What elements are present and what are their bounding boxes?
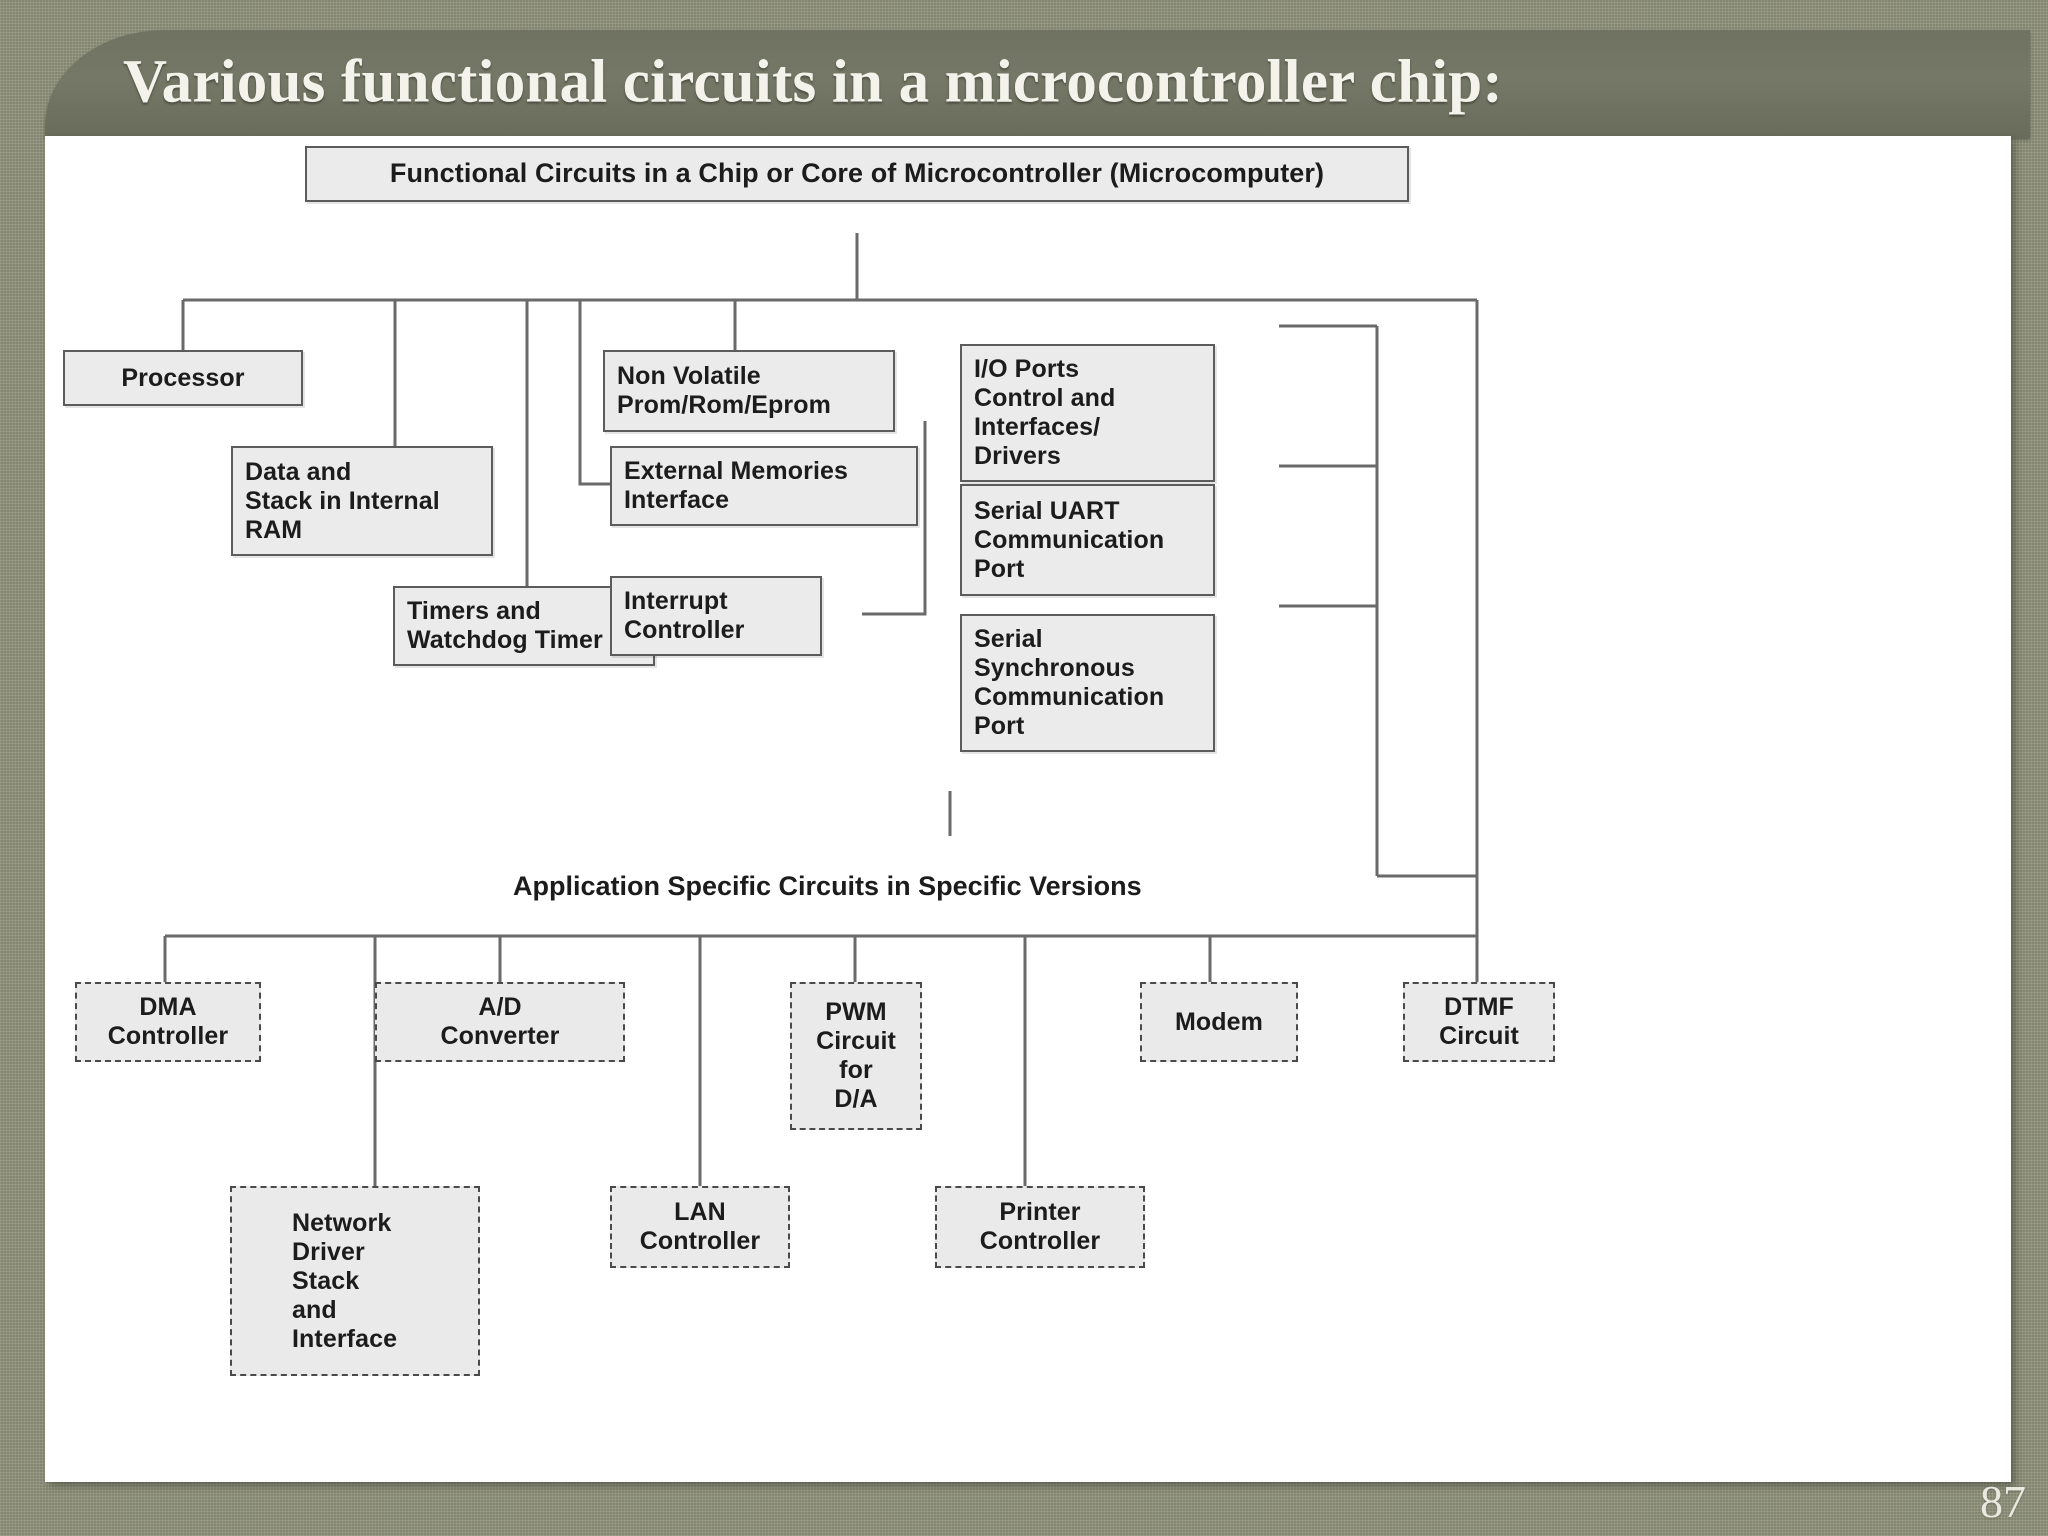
block-dtmf-circuit[interactable]: DTMF Circuit xyxy=(1403,982,1555,1062)
block-io-ports-line-3: Interfaces/ xyxy=(974,413,1101,441)
block-network-driver-stack-line-2: Driver xyxy=(292,1237,365,1266)
block-network-driver-stack-line-5: Interface xyxy=(292,1324,398,1353)
block-external-memories-interface[interactable]: External Memories Interface xyxy=(610,446,918,526)
block-io-ports-line-1: I/O Ports xyxy=(974,355,1080,383)
block-root-label: Functional Circuits in a Chip or Core of… xyxy=(389,158,1325,189)
connector-lines xyxy=(163,233,1479,1186)
block-network-driver-stack-line-1: Network xyxy=(292,1208,392,1237)
block-serial-uart[interactable]: Serial UART Communication Port xyxy=(960,484,1215,596)
block-timers-watchdog-line-1: Timers and xyxy=(407,597,541,625)
block-interrupt-controller-line-2: Controller xyxy=(624,616,745,644)
block-non-volatile-memory[interactable]: Non Volatile Prom/Rom/Eprom xyxy=(603,350,895,432)
block-lan-controller[interactable]: LAN Controller xyxy=(610,1186,790,1268)
block-serial-uart-line-3: Port xyxy=(974,554,1025,583)
block-serial-uart-line-1: Serial UART xyxy=(974,496,1120,525)
block-pwm-circuit-line-2: Circuit xyxy=(816,1027,896,1055)
page-number: 87 xyxy=(1980,1476,2026,1527)
block-timers-watchdog-line-2: Watchdog Timer xyxy=(407,626,603,654)
block-dma-controller[interactable]: DMA Controller xyxy=(75,982,261,1062)
block-printer-controller-line-2: Controller xyxy=(979,1227,1101,1255)
block-dtmf-circuit-line-2: Circuit xyxy=(1439,1022,1519,1050)
block-dma-controller-line-1: DMA xyxy=(139,993,197,1021)
block-data-stack-ram-line-3: RAM xyxy=(245,515,303,544)
block-serial-synchronous-line-3: Communication xyxy=(974,683,1165,711)
block-ad-converter-line-2: Converter xyxy=(440,1022,560,1050)
block-pwm-circuit-line-4: D/A xyxy=(834,1085,878,1113)
block-dma-controller-line-2: Controller xyxy=(107,1022,229,1050)
block-interrupt-controller[interactable]: Interrupt Controller xyxy=(610,576,822,656)
block-pwm-circuit-line-1: PWM xyxy=(825,998,887,1026)
block-modem[interactable]: Modem xyxy=(1140,982,1298,1062)
block-network-driver-stack-line-4: and xyxy=(292,1295,337,1324)
block-printer-controller-line-1: Printer xyxy=(999,1198,1081,1226)
block-network-driver-stack[interactable]: Network Driver Stack and Interface xyxy=(230,1186,480,1376)
block-printer-controller[interactable]: Printer Controller xyxy=(935,1186,1145,1268)
block-root[interactable]: Functional Circuits in a Chip or Core of… xyxy=(305,146,1409,202)
block-non-volatile-memory-line-1: Non Volatile xyxy=(617,362,761,390)
block-data-stack-ram-line-2: Stack in Internal xyxy=(245,486,440,515)
block-io-ports-line-4: Drivers xyxy=(974,442,1061,470)
block-pwm-circuit[interactable]: PWM Circuit for D/A xyxy=(790,982,922,1130)
page-title: Various functional circuits in a microco… xyxy=(123,48,1503,116)
content-panel: Functional Circuits in a Chip or Core of… xyxy=(45,136,2011,1482)
block-non-volatile-memory-line-2: Prom/Rom/Eprom xyxy=(617,391,831,419)
block-processor[interactable]: Processor xyxy=(63,350,303,406)
block-io-ports-line-2: Control and xyxy=(974,384,1116,412)
block-serial-uart-line-2: Communication xyxy=(974,525,1165,554)
block-serial-synchronous-line-1: Serial xyxy=(974,625,1043,653)
block-ad-converter-line-1: A/D xyxy=(478,993,522,1021)
title-banner: Various functional circuits in a microco… xyxy=(45,30,2030,138)
block-lan-controller-line-1: LAN xyxy=(674,1198,726,1226)
block-io-ports[interactable]: I/O Ports Control and Interfaces/ Driver… xyxy=(960,344,1215,482)
block-modem-line-1: Modem xyxy=(1175,1007,1263,1036)
block-lan-controller-line-2: Controller xyxy=(639,1227,761,1255)
block-serial-synchronous-line-4: Port xyxy=(974,712,1025,740)
block-external-memories-interface-line-2: Interface xyxy=(624,486,730,514)
block-data-stack-ram-line-1: Data and xyxy=(245,457,352,486)
block-processor-line-1: Processor xyxy=(121,363,245,392)
block-diagram: Functional Circuits in a Chip or Core of… xyxy=(45,136,2011,1482)
block-dtmf-circuit-line-1: DTMF xyxy=(1444,993,1514,1021)
application-section-label: Application Specific Circuits in Specifi… xyxy=(513,871,1142,901)
block-data-stack-ram[interactable]: Data and Stack in Internal RAM xyxy=(231,446,493,556)
block-serial-synchronous-line-2: Synchronous xyxy=(974,654,1135,682)
block-pwm-circuit-line-3: for xyxy=(839,1056,873,1084)
block-interrupt-controller-line-1: Interrupt xyxy=(624,587,728,615)
block-serial-synchronous[interactable]: Serial Synchronous Communication Port xyxy=(960,614,1215,752)
block-ad-converter[interactable]: A/D Converter xyxy=(375,982,625,1062)
block-external-memories-interface-line-1: External Memories xyxy=(624,457,849,485)
block-network-driver-stack-line-3: Stack xyxy=(292,1266,360,1295)
